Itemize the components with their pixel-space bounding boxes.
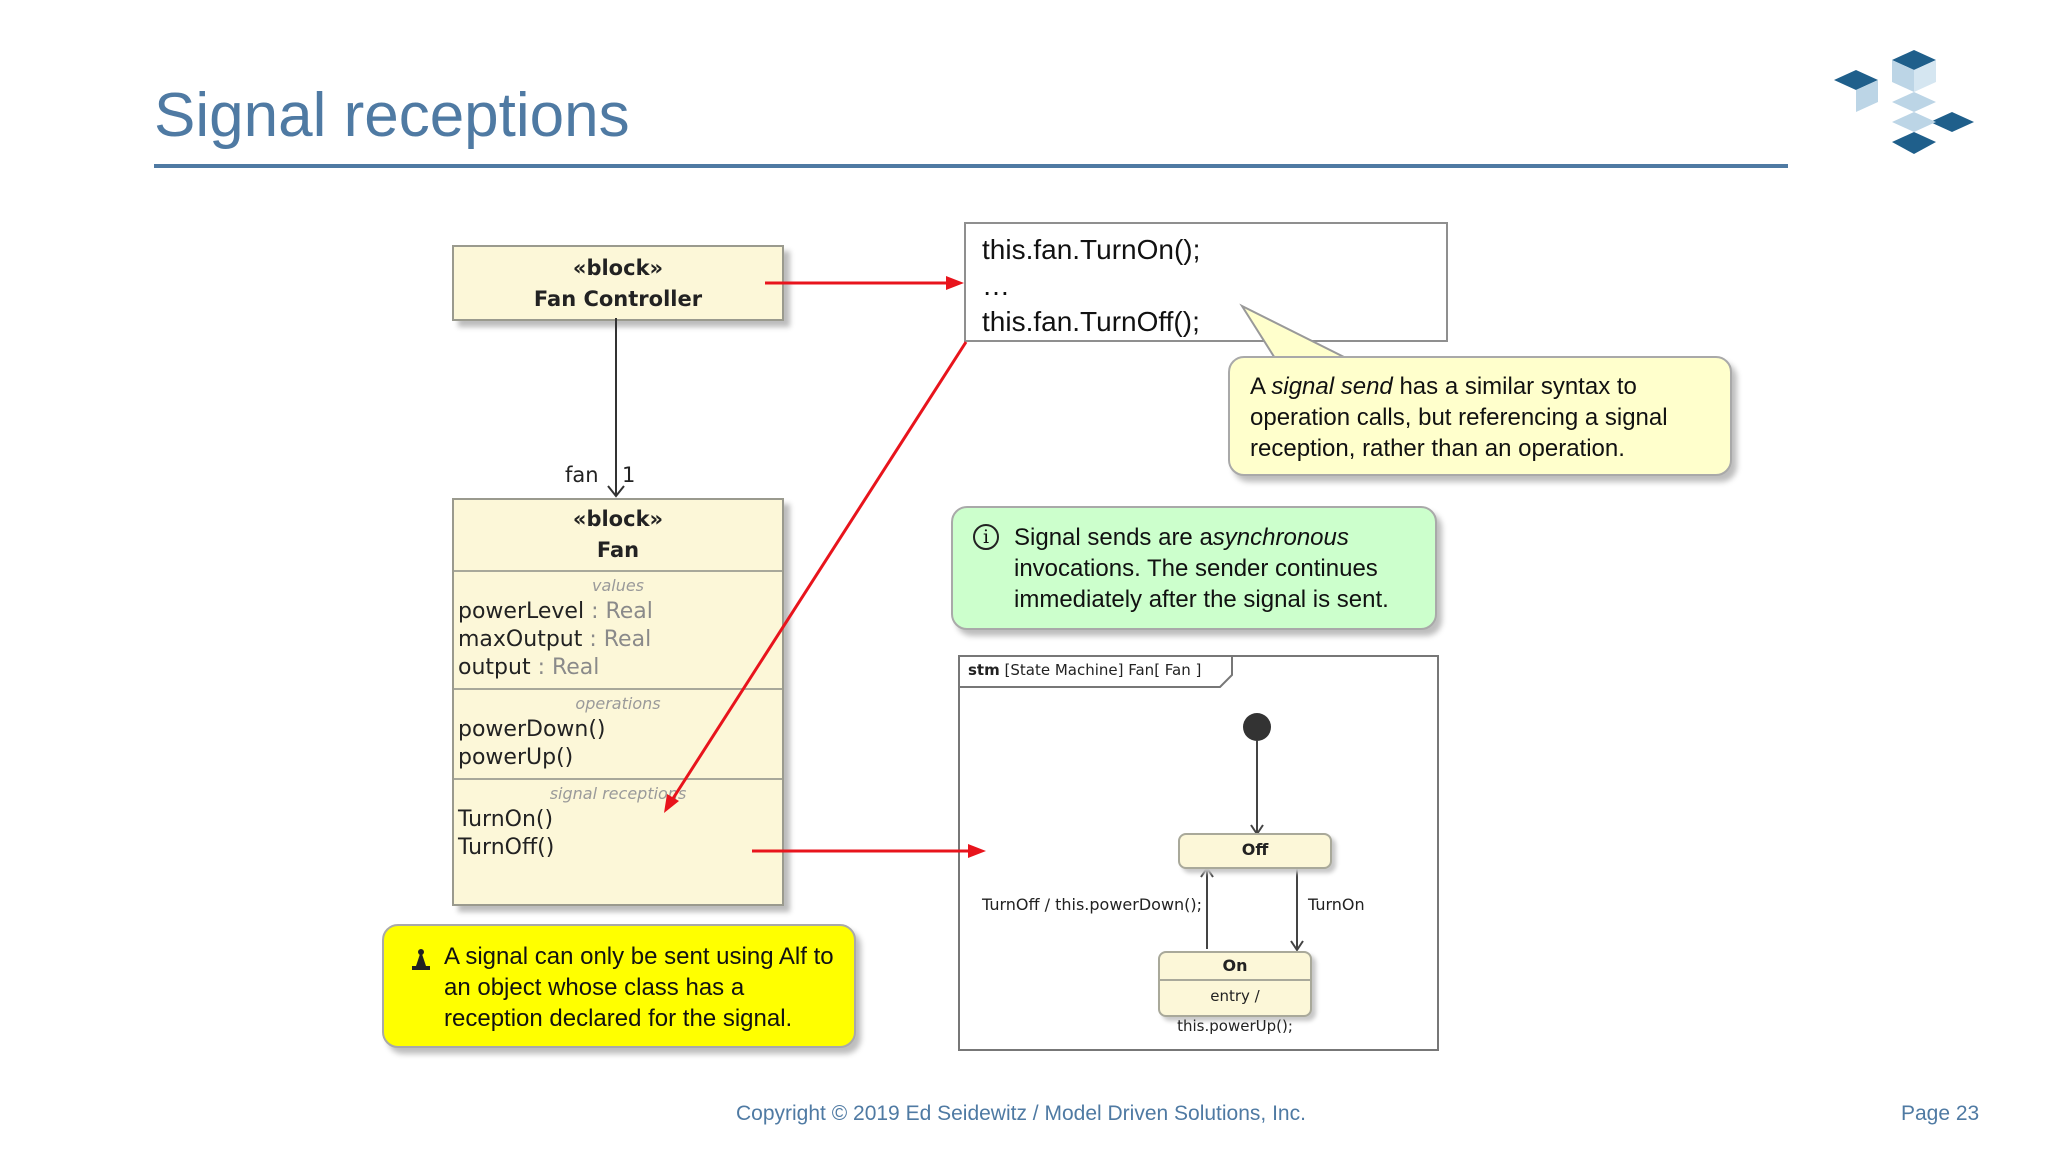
receptions-title: signal receptions — [549, 784, 687, 803]
operation-row: powerDown() — [458, 717, 606, 742]
title-underline — [154, 164, 1788, 168]
value-row: maxOutput : Real — [458, 627, 652, 652]
state-on: On entry / this.powerUp(); — [1158, 951, 1312, 1035]
code-line: … — [982, 270, 1010, 301]
alf-code-box: this.fan.TurnOn(); … this.fan.TurnOff(); — [964, 222, 1448, 342]
code-line: this.fan.TurnOn(); — [982, 234, 1201, 265]
operation-row: powerUp() — [458, 745, 574, 770]
warning-text: A signal can only be sent using Alf to a… — [444, 943, 834, 1032]
association-line — [607, 318, 625, 498]
state-off: Off — [1178, 833, 1332, 869]
operations-title: operations — [575, 694, 661, 713]
fan-block: «block» Fan values powerLevel : Real max… — [452, 498, 784, 906]
value-row: output : Real — [458, 655, 600, 680]
value-row: powerLevel : Real — [458, 599, 653, 624]
asynchronous-info-callout: i Signal sends are asynchronous invocati… — [951, 506, 1437, 630]
fan-stereotype: «block» — [572, 507, 664, 531]
signal-send-term: signal send — [1271, 373, 1393, 400]
reception-row: TurnOn() — [458, 807, 554, 832]
fan-controller-stereotype: «block» — [572, 256, 664, 280]
state-on-entry: entry / this.powerUp(); — [1160, 979, 1310, 1041]
fan-controller-block: «block» Fan Controller — [452, 245, 784, 321]
receptions-compartment: signal receptions TurnOn() TurnOff() — [454, 778, 782, 868]
stm-header-tab — [960, 657, 1233, 688]
asynchronous-term: synchronous — [1212, 524, 1349, 551]
transition-turnoff-label: TurnOff / this.powerDown(); — [982, 895, 1203, 914]
reception-row: TurnOff() — [458, 835, 555, 860]
signal-send-callout: A signal send has a similar syntax to op… — [1228, 356, 1732, 476]
stm-header: stm [State Machine] Fan[ Fan ] — [968, 661, 1202, 679]
code-line: this.fan.TurnOff(); — [982, 306, 1200, 337]
stm-transitions — [1200, 713, 1304, 952]
cube-blocks-logo — [1834, 50, 1974, 154]
info-icon: i — [973, 524, 999, 550]
reception-warning-callout: A signal can only be sent using Alf to a… — [382, 924, 856, 1048]
values-title: values — [591, 576, 645, 595]
association-multiplicity: 1 — [622, 463, 636, 487]
slide-title: Signal receptions — [154, 81, 630, 150]
fan-controller-name: Fan Controller — [533, 287, 703, 311]
transition-turnon-label: TurnOn — [1308, 895, 1365, 914]
warning-hand-icon — [412, 949, 430, 970]
state-machine-diagram: stm [State Machine] Fan[ Fan ] Off On en… — [958, 655, 1439, 1051]
page-number: Page 23 — [1901, 1102, 1980, 1125]
values-compartment: values powerLevel : Real maxOutput : Rea… — [454, 570, 782, 688]
operations-compartment: operations powerDown() powerUp() — [454, 688, 782, 778]
copyright-footer: Copyright © 2019 Ed Seidewitz / Model Dr… — [736, 1102, 1306, 1125]
fan-name: Fan — [596, 538, 640, 562]
association-role: fan — [565, 463, 599, 487]
